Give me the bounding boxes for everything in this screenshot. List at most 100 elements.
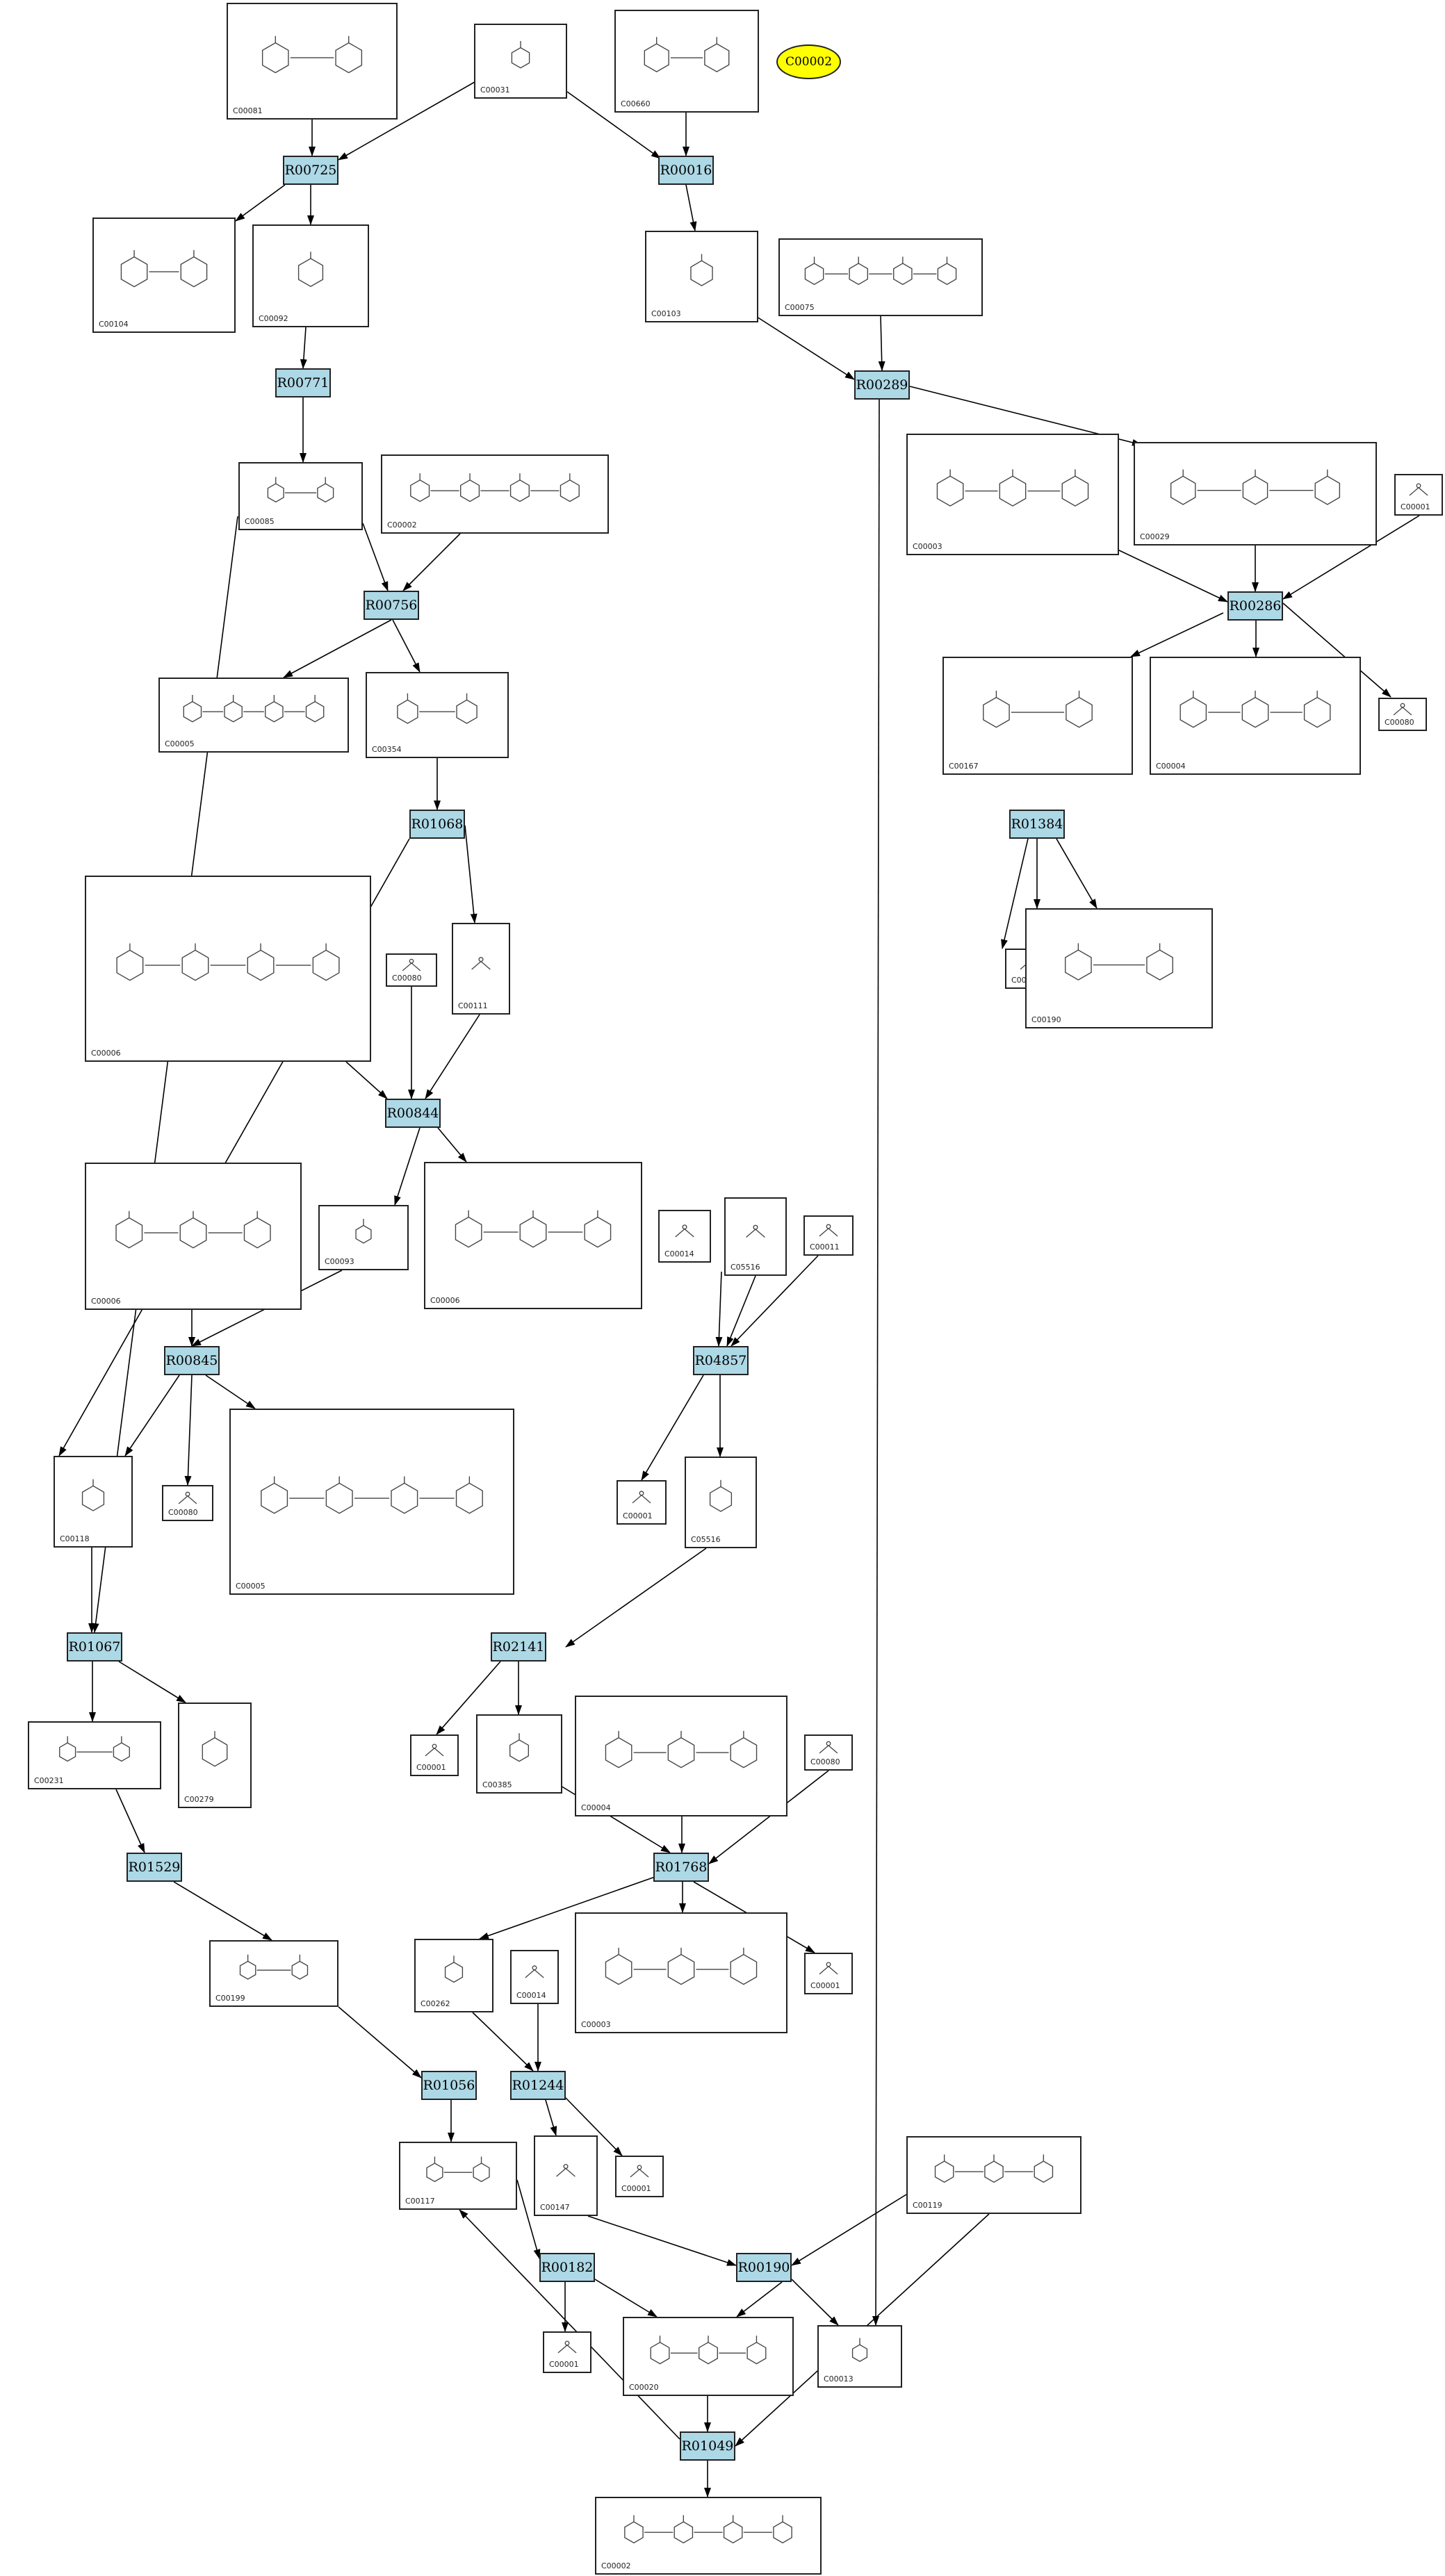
edge-arrow (124, 1375, 180, 1457)
structure-drawing (202, 1731, 228, 1767)
compound-box[interactable]: C00199 (209, 1940, 338, 2007)
compound-box[interactable]: C00117 (399, 2142, 517, 2210)
compound-box[interactable]: C00167 (942, 657, 1133, 775)
compound-box[interactable]: C00385 (476, 1714, 562, 1794)
edge-arrow (708, 1770, 829, 1864)
compound-box[interactable]: C00029 (1134, 442, 1377, 545)
compound-box[interactable]: C00093 (318, 1205, 409, 1270)
compound-box[interactable]: C05516 (685, 1457, 757, 1548)
compound-box[interactable]: C00013 (817, 2325, 902, 2388)
structure-drawing (426, 2156, 490, 2183)
compound-box[interactable]: C00006 (85, 876, 371, 1062)
edge-arrow (173, 1881, 272, 1941)
reaction-node[interactable]: R01067 (67, 1632, 122, 1662)
compound-box[interactable]: C00005 (229, 1409, 514, 1595)
structure-drawing (239, 1954, 309, 1980)
reaction-node[interactable]: R00289 (854, 370, 910, 400)
compound-box[interactable]: C00262 (414, 1939, 493, 2012)
reaction-node[interactable]: R01384 (1009, 810, 1065, 839)
edge-arrow (338, 2006, 422, 2078)
edge-arrow (516, 2179, 541, 2259)
compound-box[interactable]: C00003 (906, 434, 1119, 555)
compound-box[interactable]: C00190 (1025, 908, 1213, 1028)
compound-box[interactable]: C00014 (658, 1210, 711, 1263)
compound-box[interactable]: C00002 (595, 2497, 822, 2575)
compound-box[interactable]: C00080 (386, 953, 437, 987)
structure-drawing (819, 1224, 838, 1237)
compound-box[interactable]: C00006 (85, 1163, 302, 1310)
compound-box[interactable]: C00085 (238, 462, 363, 530)
reaction-node[interactable]: R00286 (1227, 591, 1283, 621)
edge-arrow (459, 2209, 680, 2440)
compound-box[interactable]: C00020 (623, 2317, 794, 2396)
structure-drawing (851, 2338, 868, 2363)
reaction-node[interactable]: R01049 (680, 2431, 735, 2461)
reaction-node[interactable]: R01068 (409, 810, 465, 839)
edge-arrow (1130, 612, 1224, 657)
structure-drawing (605, 1947, 758, 1985)
compound-box[interactable]: C00354 (366, 672, 509, 758)
structure-drawing (511, 40, 530, 69)
reaction-node[interactable]: R01529 (126, 1853, 182, 1882)
compound-box[interactable]: C00103 (645, 231, 758, 322)
compound-box[interactable]: C00660 (614, 10, 759, 113)
compound-box[interactable]: C00081 (227, 3, 398, 120)
reaction-node[interactable]: R04857 (693, 1346, 749, 1375)
reaction-node[interactable]: R01056 (421, 2071, 477, 2100)
reaction-node[interactable]: R00845 (164, 1346, 220, 1375)
reaction-node[interactable]: R01244 (510, 2071, 566, 2100)
compound-box[interactable]: C00006 (424, 1162, 642, 1309)
compound-box[interactable]: C00001 (410, 1734, 459, 1776)
compound-box[interactable]: C00104 (92, 218, 236, 333)
highlight-compound[interactable]: C00002 (776, 44, 841, 79)
compound-box[interactable]: C00005 (158, 678, 349, 753)
compound-box[interactable]: C00147 (534, 2135, 598, 2216)
compound-box[interactable]: C00001 (543, 2331, 591, 2373)
edge-arrow (436, 1661, 501, 1735)
compound-box[interactable]: C00002 (381, 454, 609, 534)
structure-drawing (509, 1733, 529, 1762)
compound-box[interactable]: C00001 (804, 1953, 853, 1994)
structure-drawing (455, 1210, 612, 1248)
compound-box[interactable]: C00118 (54, 1456, 133, 1548)
compound-box[interactable]: C00080 (804, 1734, 853, 1771)
reaction-node[interactable]: R00182 (539, 2253, 595, 2282)
compound-box[interactable]: C00001 (1394, 474, 1443, 516)
reaction-node[interactable]: R00771 (275, 368, 331, 397)
reaction-node[interactable]: R00756 (364, 591, 419, 620)
structure-drawing (1065, 943, 1173, 981)
compound-box[interactable]: C00011 (803, 1215, 854, 1256)
compound-box[interactable]: C00080 (1378, 698, 1427, 731)
compound-box[interactable]: C00004 (575, 1696, 787, 1816)
compound-box[interactable]: C00014 (510, 1950, 559, 2004)
edge-arrow (115, 1789, 145, 1853)
edge-arrow (1116, 548, 1228, 602)
compound-box[interactable]: C00119 (906, 2136, 1081, 2214)
compound-box[interactable]: C00004 (1150, 657, 1361, 775)
reaction-node[interactable]: R00725 (283, 156, 338, 185)
structure-drawing (675, 1224, 694, 1238)
compound-box[interactable]: C00111 (452, 923, 510, 1015)
compound-box[interactable]: C00001 (615, 2156, 664, 2197)
edge-arrow (402, 533, 461, 591)
edge-arrow (587, 2215, 737, 2266)
structure-drawing (650, 2336, 767, 2365)
compound-box[interactable]: C00075 (778, 238, 983, 316)
compound-box[interactable]: C05516 (724, 1197, 787, 1276)
reaction-node[interactable]: R01768 (653, 1853, 709, 1882)
edge-arrow (1001, 838, 1029, 949)
reaction-node[interactable]: R02141 (491, 1632, 546, 1662)
compound-box[interactable]: C00231 (28, 1721, 161, 1789)
reaction-node[interactable]: R00844 (385, 1099, 441, 1128)
compound-box[interactable]: C00031 (474, 24, 567, 99)
reaction-node[interactable]: R00190 (736, 2253, 792, 2282)
compound-box[interactable]: C00001 (617, 1480, 667, 1525)
compound-box[interactable]: C00092 (252, 224, 369, 327)
structure-drawing (819, 1962, 838, 1975)
reaction-node[interactable]: R00016 (658, 156, 714, 185)
compound-box[interactable]: C00080 (162, 1485, 213, 1521)
compound-box[interactable]: C00279 (178, 1703, 252, 1808)
structure-drawing (297, 252, 324, 288)
compound-box[interactable]: C00003 (575, 1912, 787, 2033)
structure-drawing (746, 1224, 765, 1238)
